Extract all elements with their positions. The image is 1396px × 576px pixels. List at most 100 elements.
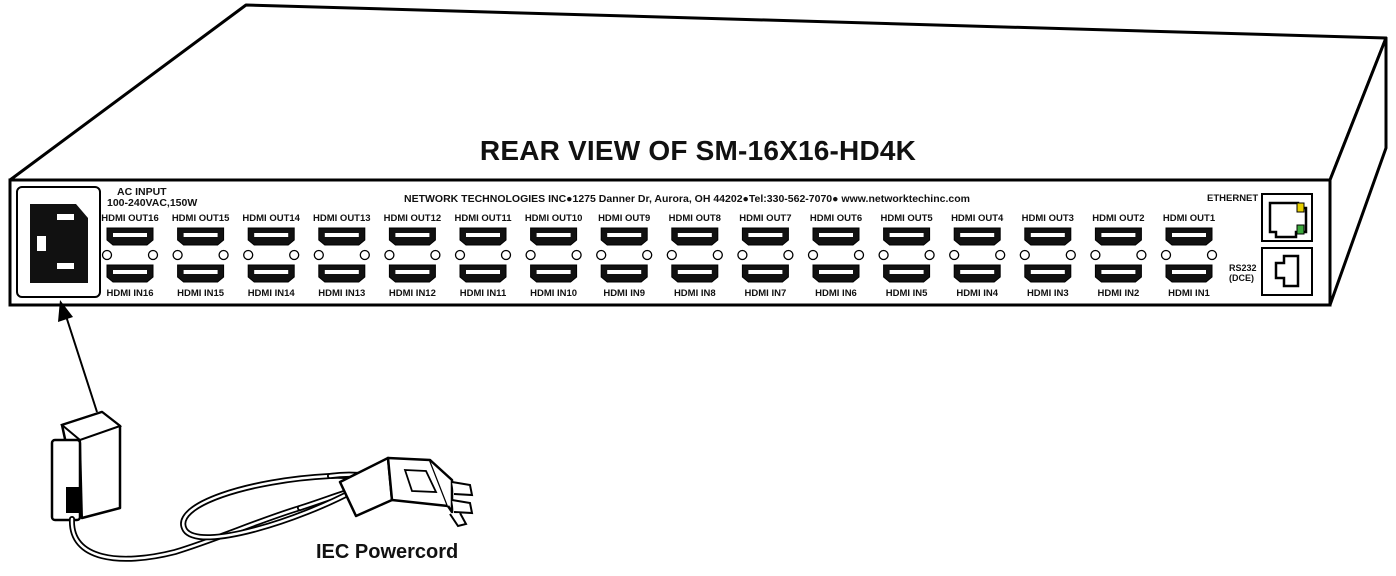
ac-input-rating: 100-240VAC,150W <box>107 197 198 209</box>
hdmi-in-label: HDMI IN4 <box>956 288 999 299</box>
hdmi-in-label: HDMI IN10 <box>530 288 578 299</box>
hdmi-out-label: HDMI OUT10 <box>524 213 583 224</box>
status-led <box>218 249 229 261</box>
company-address-line: NETWORK TECHNOLOGIES INC●1275 Danner Dr,… <box>404 193 970 205</box>
hdmi-in-port[interactable] <box>812 264 860 283</box>
hdmi-in-port[interactable] <box>459 264 507 283</box>
status-led <box>642 249 653 261</box>
hdmi-out-port[interactable] <box>1024 227 1072 246</box>
hdmi-out-port[interactable] <box>741 227 789 246</box>
hdmi-in-port[interactable] <box>953 264 1001 283</box>
status-led <box>147 249 159 261</box>
hdmi-in-port[interactable] <box>1024 264 1072 283</box>
hdmi-in-label: HDMI IN12 <box>388 288 436 299</box>
wall-plug-icon <box>338 456 474 528</box>
hdmi-in-port[interactable] <box>530 264 578 283</box>
hdmi-out-label: HDMI OUT1 <box>1162 213 1216 224</box>
status-led <box>949 249 960 261</box>
hdmi-in-label: HDMI IN6 <box>815 288 857 299</box>
hdmi-out-port[interactable] <box>953 227 1001 246</box>
status-led <box>737 249 748 261</box>
hdmi-out-port[interactable] <box>106 227 154 246</box>
hdmi-in-label: HDMI IN13 <box>318 288 366 299</box>
status-led <box>430 249 441 261</box>
powercord-label: IEC Powercord <box>316 541 459 563</box>
hdmi-in-label: HDMI IN8 <box>673 288 716 299</box>
hdmi-out-label: HDMI OUT11 <box>454 213 512 224</box>
hdmi-in-port[interactable] <box>883 264 931 283</box>
hdmi-out-label: HDMI OUT3 <box>1021 213 1074 224</box>
hdmi-out-label: HDMI OUT13 <box>313 213 371 224</box>
status-led <box>712 249 723 261</box>
hdmi-out-label: HDMI OUT4 <box>951 213 1004 224</box>
hdmi-in-port[interactable] <box>671 264 719 283</box>
status-led <box>243 249 254 261</box>
rs232-port-icon <box>1261 247 1313 296</box>
status-led <box>1065 249 1076 261</box>
status-led <box>101 249 113 261</box>
status-led <box>783 249 794 261</box>
hdmi-out-port[interactable] <box>530 227 578 246</box>
hdmi-out-label: HDMI OUT2 <box>1092 213 1145 224</box>
hdmi-in-label: HDMI IN16 <box>106 288 154 299</box>
hdmi-in-port[interactable] <box>106 264 154 283</box>
hdmi-in-port[interactable] <box>388 264 436 283</box>
hdmi-in-port[interactable] <box>318 264 366 283</box>
hdmi-in-label: HDMI IN5 <box>885 288 928 299</box>
diagram-title: REAR VIEW OF SM-16X16-HD4K <box>479 135 917 166</box>
hdmi-out-port[interactable] <box>1165 227 1213 246</box>
hdmi-out-label: HDMI OUT6 <box>809 213 863 224</box>
hdmi-out-port[interactable] <box>247 227 295 246</box>
hdmi-out-label: HDMI OUT16 <box>101 213 159 224</box>
hdmi-out-port[interactable] <box>812 227 860 246</box>
status-led <box>571 249 582 261</box>
hdmi-port-grid <box>101 227 1218 283</box>
hdmi-in-port[interactable] <box>741 264 789 283</box>
hdmi-out-port[interactable] <box>1094 227 1142 246</box>
hdmi-in-port[interactable] <box>600 264 648 283</box>
status-led <box>500 249 512 261</box>
hdmi-in-port[interactable] <box>1165 264 1213 283</box>
status-led <box>596 249 607 261</box>
hdmi-out-port[interactable] <box>177 227 225 246</box>
status-led <box>172 249 183 261</box>
ethernet-label: ETHERNET <box>1207 193 1259 204</box>
hdmi-in-label: HDMI IN14 <box>247 288 295 299</box>
hdmi-in-label: HDMI IN9 <box>603 288 646 299</box>
hdmi-out-port[interactable] <box>671 227 719 246</box>
status-led <box>384 249 395 261</box>
hdmi-out-port[interactable] <box>883 227 931 246</box>
hdmi-out-port[interactable] <box>600 227 648 246</box>
hdmi-in-port[interactable] <box>177 264 225 283</box>
status-led <box>853 249 865 261</box>
hdmi-out-label: HDMI OUT14 <box>242 213 300 224</box>
status-led <box>1019 249 1030 261</box>
hdmi-out-label: HDMI OUT8 <box>668 213 721 224</box>
ethernet-port-icon <box>1261 193 1313 242</box>
hdmi-out-label: HDMI OUT5 <box>880 213 933 224</box>
hdmi-out-label: HDMI OUT9 <box>598 213 651 224</box>
hdmi-in-label: HDMI IN1 <box>1168 288 1210 299</box>
status-led <box>1160 249 1172 261</box>
hdmi-out-label: HDMI OUT12 <box>383 213 442 224</box>
hdmi-out-label: HDMI OUT7 <box>739 213 792 224</box>
status-led <box>807 249 819 261</box>
status-led <box>1090 249 1101 261</box>
ac-power-socket-icon <box>16 186 101 298</box>
ac-input-label: AC INPUT <box>117 186 167 198</box>
hdmi-in-port[interactable] <box>1094 264 1142 283</box>
rs232-label: RS232 <box>1229 263 1257 273</box>
pointer-arrow-icon <box>58 300 98 413</box>
status-led <box>878 249 889 261</box>
hdmi-out-port[interactable] <box>459 227 507 246</box>
hdmi-out-port[interactable] <box>388 227 436 246</box>
hdmi-out-port[interactable] <box>318 227 366 246</box>
hdmi-in-label: HDMI IN2 <box>1097 288 1140 299</box>
hdmi-in-port[interactable] <box>247 264 295 283</box>
hdmi-in-label: HDMI IN11 <box>459 288 507 299</box>
status-led <box>454 249 466 261</box>
status-led <box>313 249 324 261</box>
hdmi-in-label: HDMI IN15 <box>177 288 225 299</box>
